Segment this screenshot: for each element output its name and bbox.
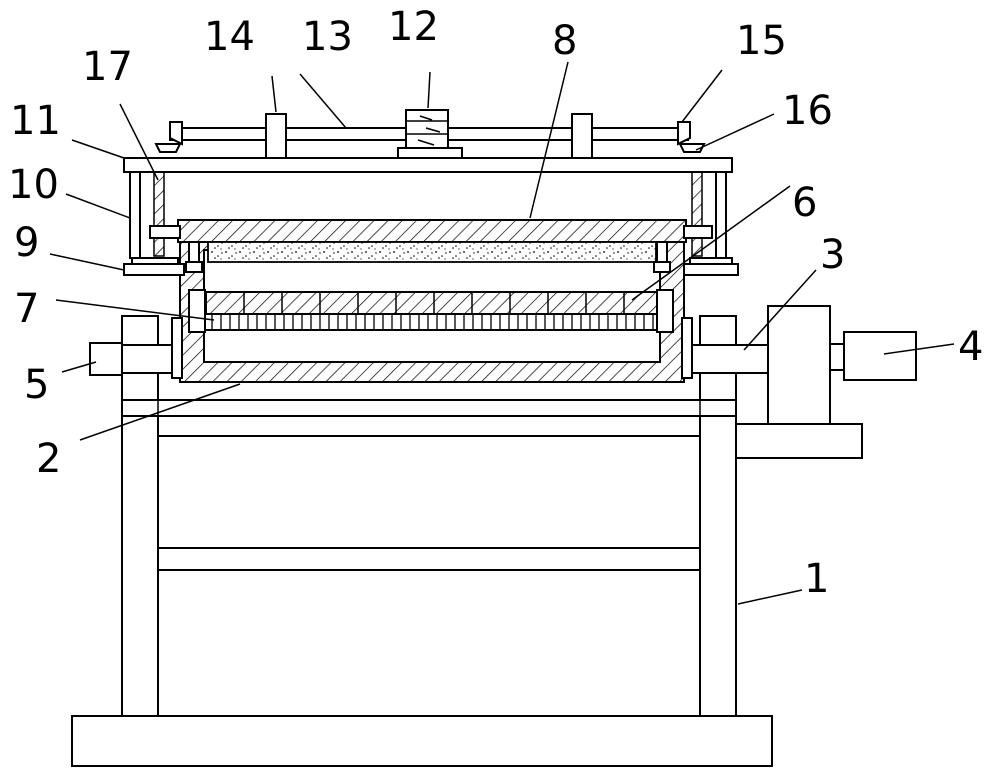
label-7: 7 (14, 286, 39, 332)
left-screw-rod (153, 171, 165, 257)
right-bevel-gear (677, 121, 691, 146)
label-14: 14 (204, 14, 255, 60)
sponge-layer (207, 241, 657, 263)
motor-body (843, 331, 917, 381)
label-4: 4 (958, 324, 983, 370)
top-motor (397, 109, 463, 159)
support-bar-left (123, 263, 185, 276)
frame (121, 315, 737, 717)
bearing-left (265, 113, 287, 159)
label-11: 11 (10, 98, 61, 144)
label-2: 2 (36, 436, 61, 482)
motor-bracket (735, 423, 863, 459)
label-13: 13 (302, 14, 353, 60)
right-clamp (656, 289, 674, 333)
label-10: 10 (8, 162, 59, 208)
label-5: 5 (24, 362, 49, 408)
support-bar-right (683, 263, 739, 276)
right-screw-rod (691, 171, 703, 257)
label-1: 1 (804, 556, 829, 602)
left-post (129, 169, 141, 259)
leader-lines (49, 61, 955, 605)
blade-row (205, 291, 659, 315)
label-15: 15 (736, 18, 787, 64)
top-plate (123, 157, 733, 173)
right-post (715, 169, 727, 259)
left-clamp (188, 289, 206, 333)
base-plate (71, 715, 773, 767)
left-bevel-gear (169, 121, 183, 146)
motor (829, 343, 845, 371)
bristle-row (203, 313, 661, 331)
label-12: 12 (388, 4, 439, 50)
label-3: 3 (820, 232, 845, 278)
label-8: 8 (552, 18, 577, 64)
bearing-right (571, 113, 593, 159)
label-9: 9 (14, 220, 39, 266)
lid (177, 219, 687, 243)
gearbox (767, 305, 831, 425)
label-6: 6 (792, 180, 817, 226)
label-17: 17 (82, 44, 133, 90)
label-16: 16 (782, 88, 833, 134)
left-stub (89, 342, 123, 376)
